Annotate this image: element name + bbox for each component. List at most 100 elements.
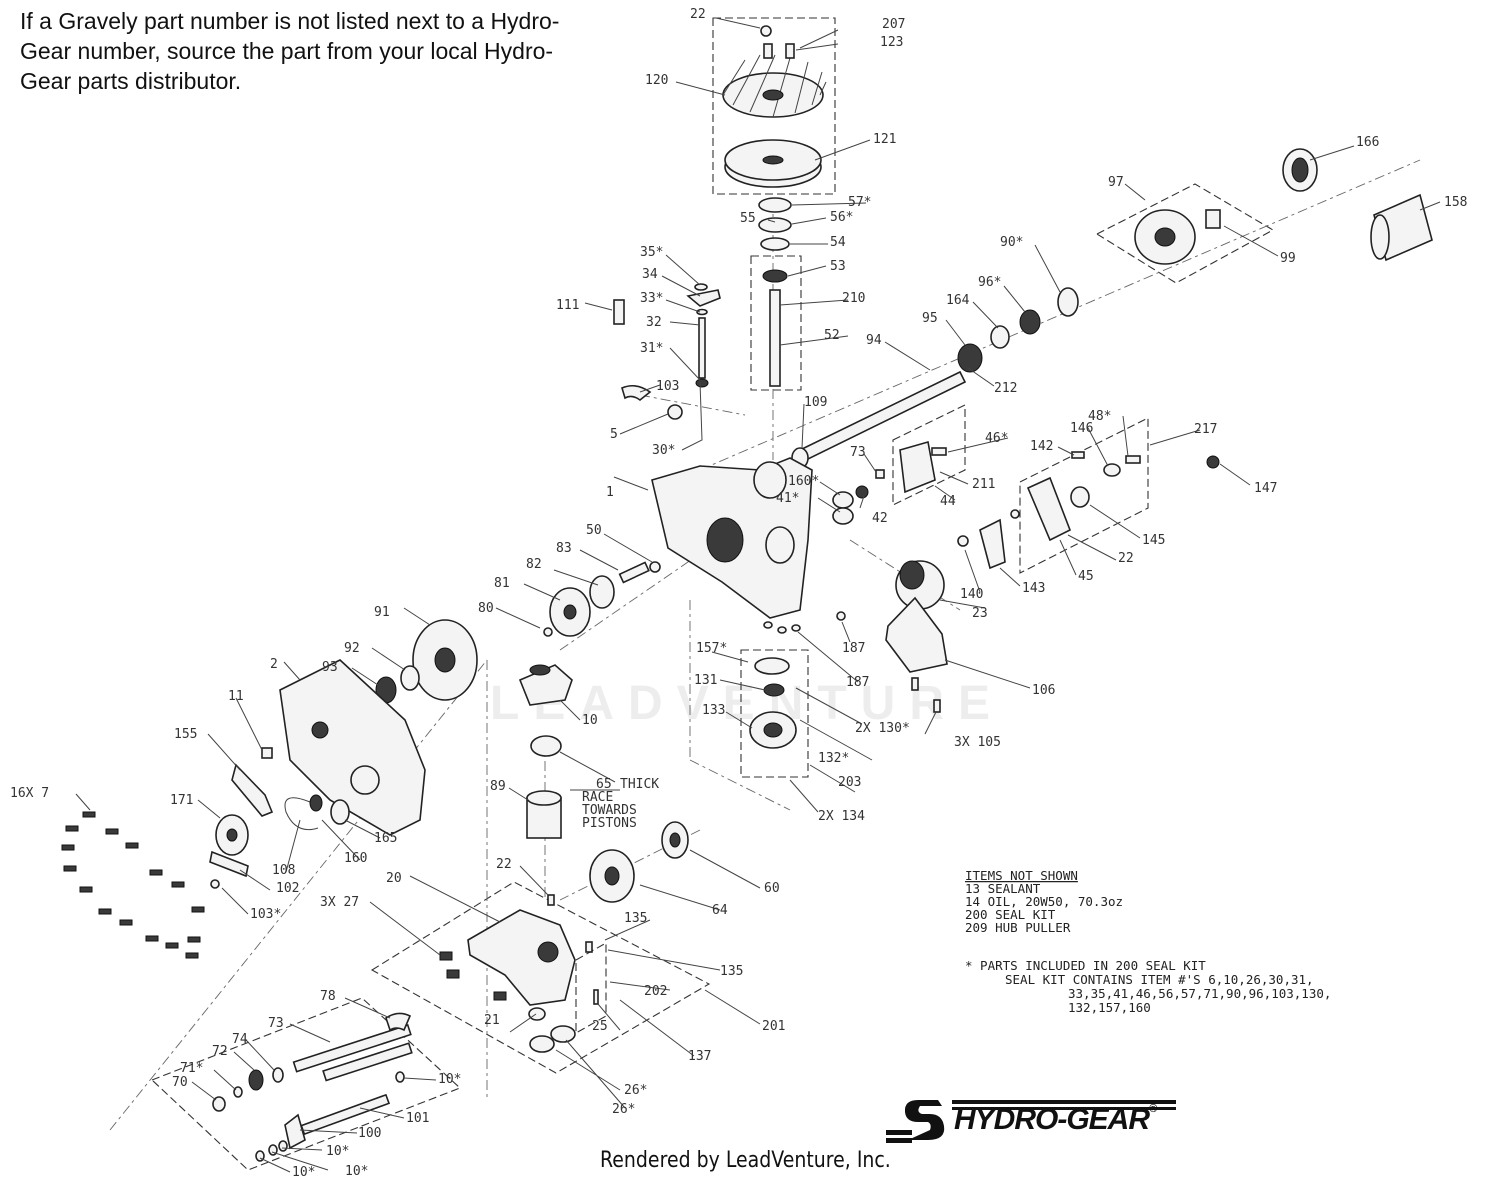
callout-65-note-line1: THICK — [620, 777, 659, 792]
brake-plate-group — [892, 404, 966, 506]
valve-21 — [528, 1007, 546, 1021]
bearing-166 — [1282, 148, 1318, 192]
pin-73 — [875, 469, 885, 479]
callout-158: 158 — [1444, 195, 1467, 210]
bypass-group — [1019, 417, 1149, 574]
callout-52: 52 — [824, 328, 840, 343]
callout-10: 10 — [582, 713, 598, 728]
arm-34 — [686, 289, 721, 307]
callout-146: 146 — [1070, 421, 1093, 436]
bolt-27c — [493, 991, 507, 1001]
callout-22-bypass: 22 — [1118, 551, 1134, 566]
gear-100 — [284, 1113, 306, 1150]
callout-131: 131 — [694, 673, 717, 688]
callout-65-note: THICK RACE TOWARDS PISTONS — [582, 777, 667, 831]
charge-pump-group — [740, 649, 809, 778]
callout-108: 108 — [272, 863, 295, 878]
legend-line-1: 13 SEALANT — [965, 881, 1041, 896]
callout-111: 111 — [556, 298, 579, 313]
callout-5: 5 — [610, 427, 618, 442]
fitting-147 — [1206, 455, 1220, 469]
callout-35: 35* — [640, 245, 663, 260]
callout-132: 132* — [818, 751, 849, 766]
bolt-105a — [911, 677, 919, 691]
bolt-27b — [446, 969, 460, 979]
callout-93: 93 — [322, 660, 338, 675]
callout-26b: 26* — [612, 1102, 635, 1117]
callout-16x7: 16X 7 — [10, 786, 49, 801]
callout-22-center: 22 — [496, 857, 512, 872]
callout-97: 97 — [1108, 175, 1124, 190]
thrust-bearing-65 — [530, 735, 562, 757]
callout-2x130: 2X 130* — [855, 721, 910, 736]
pinion-82 — [589, 575, 615, 609]
seal-60 — [661, 821, 689, 859]
bolt-123a — [763, 43, 773, 59]
callout-3x105: 3X 105 — [954, 735, 1001, 750]
center-section-20 — [467, 909, 576, 1006]
callout-22: 22 — [690, 7, 706, 22]
pin-187a — [763, 621, 773, 629]
callout-50: 50 — [586, 523, 602, 538]
shaft-83 — [618, 561, 650, 584]
callout-44: 44 — [940, 494, 956, 509]
callout-26a: 26* — [624, 1083, 647, 1098]
seal-41 — [832, 507, 854, 525]
plug-187 — [836, 611, 846, 621]
bearing-95 — [957, 343, 983, 373]
callout-142: 142 — [1030, 439, 1053, 454]
callout-164: 164 — [946, 293, 970, 308]
legend-footnote-1: * PARTS INCLUDED IN 200 SEAL KIT — [965, 958, 1206, 973]
callout-11: 11 — [228, 689, 244, 704]
callout-160a: 160* — [788, 474, 819, 489]
callout-72: 72 — [212, 1044, 228, 1059]
callout-33: 33* — [640, 291, 663, 306]
callout-74: 74 — [232, 1032, 248, 1047]
callout-143: 143 — [1022, 581, 1045, 596]
callout-31: 31* — [640, 341, 663, 356]
legend-line-4: 209 HUB PULLER — [965, 920, 1071, 935]
nut-35 — [694, 283, 708, 291]
callout-2: 2 — [270, 657, 278, 672]
input-shaft-52 — [769, 289, 781, 387]
callout-42: 42 — [872, 511, 888, 526]
callout-10d: 10* — [292, 1165, 315, 1180]
callout-92: 92 — [344, 641, 360, 656]
bolt-105b — [933, 699, 941, 713]
washer-80 — [543, 627, 553, 637]
callout-34: 34 — [642, 267, 658, 282]
bolt-48 — [1125, 455, 1141, 464]
callout-155: 155 — [174, 727, 197, 742]
callout-65-note-line3: TOWARDS — [582, 803, 637, 818]
motor-block-89 — [526, 790, 562, 839]
shaft-73b — [322, 1042, 413, 1082]
cooling-fan — [722, 54, 827, 118]
pump-block-64 — [589, 849, 635, 903]
bull-gear-91 — [412, 619, 478, 701]
callout-30: 30* — [652, 443, 675, 458]
callout-45: 45 — [1078, 569, 1094, 584]
pulley — [724, 139, 822, 188]
callout-212: 212 — [994, 381, 1017, 396]
callout-137: 137 — [688, 1049, 711, 1064]
callout-109: 109 — [804, 395, 827, 410]
callout-56: 56* — [830, 210, 853, 225]
motor-shaft-group — [150, 997, 462, 1171]
callout-23: 23 — [972, 606, 988, 621]
o-ring-157 — [754, 657, 790, 675]
pin-187b — [777, 626, 787, 634]
callout-25: 25 — [592, 1019, 608, 1034]
callout-70: 70 — [172, 1075, 188, 1090]
callout-101: 101 — [406, 1111, 429, 1126]
bolt-46 — [931, 447, 947, 456]
callout-187a: 187 — [842, 641, 865, 656]
callout-1: 1 — [606, 485, 614, 500]
callout-99: 99 — [1280, 251, 1296, 266]
legend-footnote-2: SEAL KIT CONTAINS ITEM #'S 6,10,26,30,31… — [1005, 972, 1314, 987]
bolt-set-7 — [61, 811, 205, 959]
swashplate-10 — [518, 664, 573, 706]
callout-140: 140 — [960, 587, 983, 602]
legend-line-2: 14 OIL, 20W50, 70.3oz — [965, 894, 1123, 909]
arm-102 — [209, 850, 249, 878]
